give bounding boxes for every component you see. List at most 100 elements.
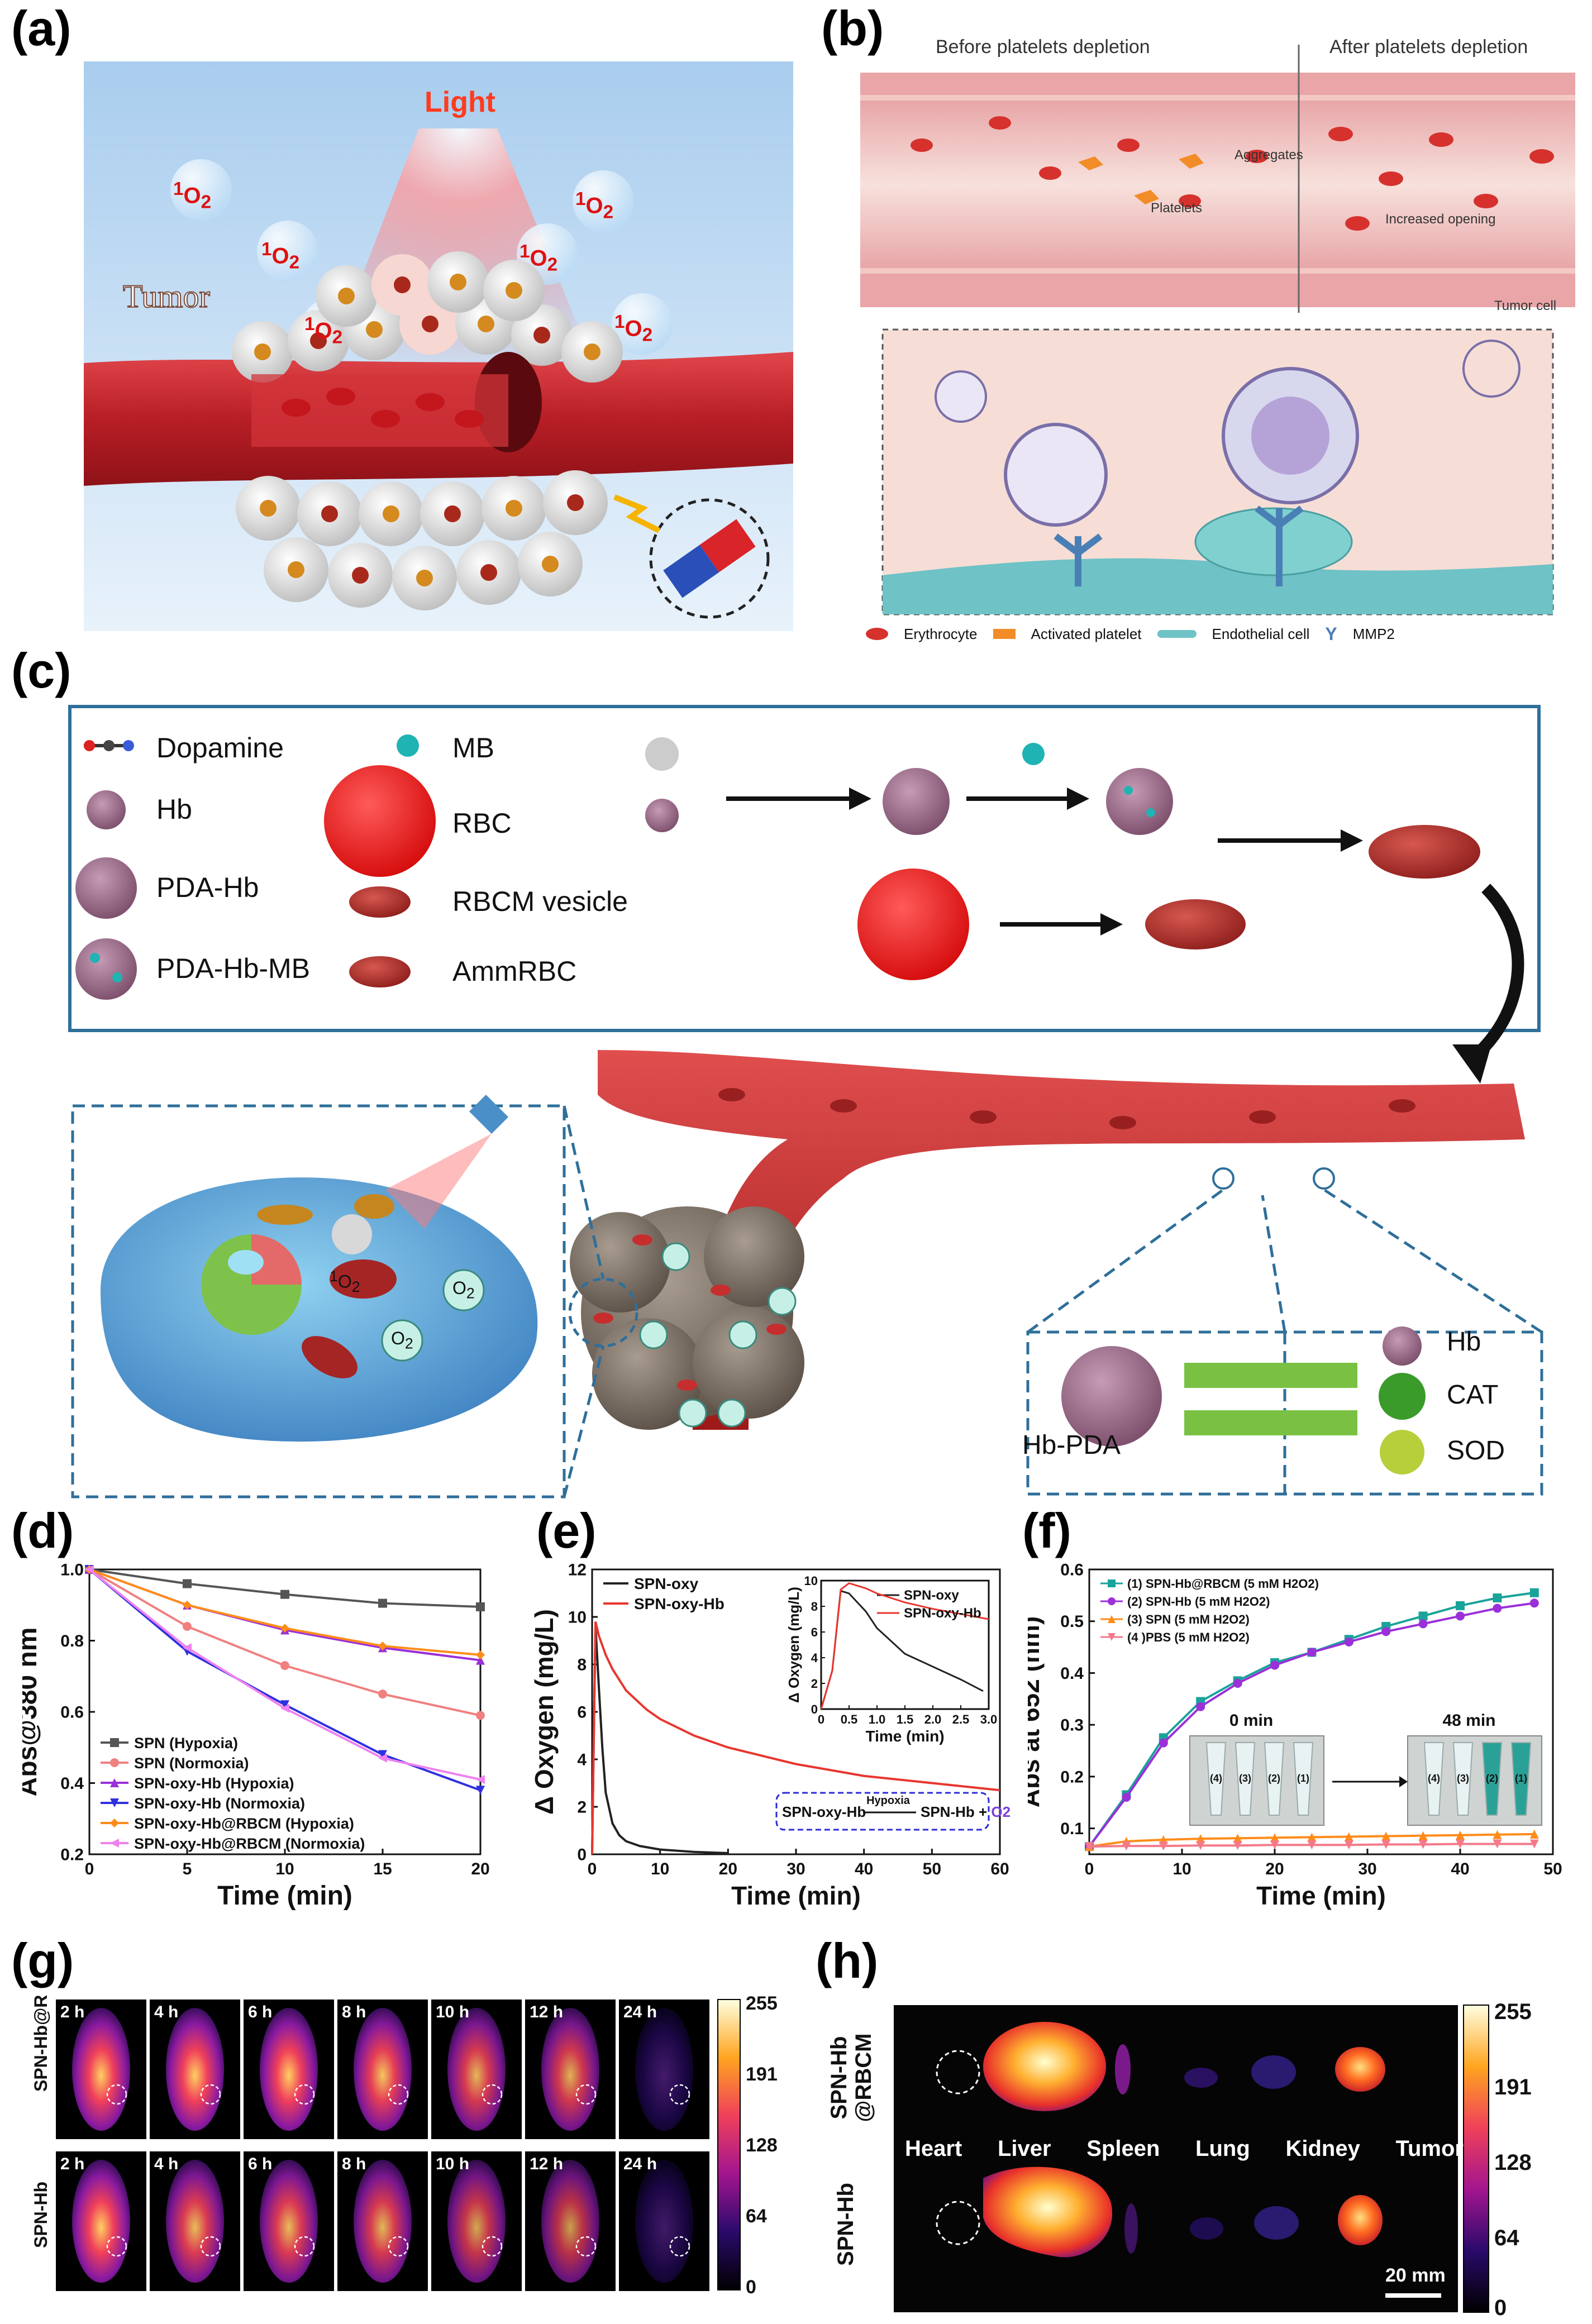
- data-point: [1108, 1633, 1116, 1641]
- x-tick-label: 10: [275, 1860, 294, 1878]
- tube-label: (2): [1486, 1773, 1498, 1784]
- mouse-signal: [541, 2160, 599, 2283]
- tumor-roi: [575, 2236, 597, 2257]
- tube: [1510, 1742, 1532, 1816]
- time-label: 12 h: [530, 2155, 563, 2173]
- y-tick-label: 8: [577, 1656, 587, 1674]
- inset-series-line: [820, 1582, 989, 1710]
- inset-legend-label: SPN-oxy-Hb: [904, 1606, 981, 1621]
- legend-label: (1) SPN-Hb@RBCM (5 mM H2O2): [1127, 1577, 1319, 1591]
- oxygen-label: O2: [391, 1328, 413, 1352]
- panel-label-f: (f): [1022, 1503, 1071, 1558]
- data-point: [1493, 1593, 1502, 1602]
- x-tick-label: 30: [787, 1860, 805, 1878]
- legend-label: SPN-oxy-Hb (Normoxia): [134, 1795, 305, 1812]
- hb-pda-label: Hb-PDA: [1022, 1430, 1121, 1460]
- x-tick-label: 0: [588, 1860, 597, 1878]
- kidney-signal: [1254, 2206, 1299, 2240]
- x-tick-label: 50: [1543, 1860, 1562, 1878]
- inset-y-tick-label: 2: [811, 1677, 818, 1691]
- data-point: [1529, 1829, 1539, 1839]
- series-line: [89, 1568, 481, 1662]
- data-point: [1270, 1660, 1279, 1670]
- data-point: [1493, 1839, 1502, 1849]
- data-point: [280, 1624, 289, 1633]
- y-axis-label: Abs@380 nm: [22, 1628, 42, 1797]
- legend-dopamine: Dopamine: [156, 732, 284, 763]
- tube: [1234, 1742, 1256, 1816]
- data-point: [1270, 1840, 1279, 1850]
- y-tick-label: 0.6: [1060, 1561, 1084, 1579]
- legend-mb: MB: [452, 732, 494, 763]
- organ-label-liver: Liver: [997, 2136, 1051, 2161]
- legend-hb: Hb: [156, 794, 192, 825]
- data-point: [1196, 1834, 1205, 1844]
- legend-rbc: RBC: [452, 808, 512, 839]
- data-point: [1196, 1841, 1205, 1850]
- data-point: [183, 1600, 192, 1610]
- sod-icon: [1380, 1430, 1424, 1474]
- data-point: [1493, 1830, 1502, 1839]
- organ-fluorescence: [894, 2005, 1489, 2313]
- x-tick-label: 0: [85, 1860, 94, 1878]
- data-point: [1381, 1840, 1391, 1849]
- synthesis-flow: [645, 737, 1524, 1084]
- data-point: [183, 1622, 192, 1631]
- inset-x-axis-label: Time (min): [865, 1728, 944, 1745]
- data-point: [1159, 1738, 1168, 1748]
- x-tick-label: 5: [183, 1860, 192, 1878]
- y-tick-label: 0.3: [1060, 1716, 1084, 1735]
- legend-label: SPN (Hypoxia): [134, 1735, 238, 1752]
- series-line: [591, 1621, 1000, 1855]
- organs-row-1: [936, 2022, 1385, 2111]
- flashlight-icon: [385, 1095, 508, 1229]
- reaction-o2: O2: [991, 1803, 1011, 1820]
- tumor-roi: [482, 2084, 503, 2105]
- data-point: [1307, 1840, 1317, 1850]
- legend-endothelial-cell: Endothelial cell: [1212, 625, 1310, 642]
- activated-platelets: [1078, 154, 1204, 204]
- data-point: [1529, 1588, 1539, 1597]
- legend-label: SPN-oxy-Hb@RBCM (Normoxia): [134, 1835, 365, 1852]
- tube-label: (1): [1515, 1773, 1527, 1784]
- enzyme-sod-label: SOD: [1447, 1436, 1505, 1466]
- mouse-signal: [72, 2008, 130, 2131]
- tube: [1481, 1742, 1503, 1816]
- data-point: [1307, 1648, 1317, 1657]
- data-point: [1418, 1840, 1428, 1849]
- y-tick-label: 0.4: [1060, 1664, 1084, 1683]
- tumor-roi: [388, 2236, 409, 2257]
- data-point: [1456, 1611, 1465, 1621]
- dopamine-icon: [84, 740, 134, 751]
- branching-vessel: [598, 1050, 1525, 1430]
- oxygen-label: O2: [452, 1278, 475, 1302]
- y-axis-label: Abs at 652 (nm): [1028, 1616, 1045, 1808]
- inset-y-tick-label: 4: [811, 1651, 818, 1665]
- data-point: [1381, 1627, 1391, 1636]
- legend-pda-hb-mb: PDA-Hb-MB: [156, 953, 311, 984]
- mouse-signal: [166, 2160, 224, 2283]
- data-point: [110, 1738, 119, 1747]
- tumor-signal: [1335, 2047, 1385, 2092]
- data-point: [476, 1711, 485, 1720]
- singlet-oxygen-label: 1O2: [575, 189, 614, 223]
- y-tick-label: 6: [577, 1703, 587, 1722]
- organ-label-kidney: Kidney: [1285, 2136, 1360, 2161]
- rbcm-vesicle-icon: [349, 886, 411, 918]
- reaction-product: SPN-Hb + O2: [921, 1803, 1011, 1820]
- inset-y-tick-label: 6: [811, 1625, 818, 1639]
- y-tick-label: 10: [568, 1609, 587, 1627]
- y-tick-label: 0.2: [60, 1846, 84, 1864]
- data-point: [1456, 1830, 1465, 1840]
- data-point: [1344, 1637, 1353, 1647]
- data-point: [378, 1690, 387, 1699]
- panel-label-b: (b): [821, 1, 884, 56]
- y-tick-label: 0.1: [1060, 1820, 1084, 1838]
- after-depletion-label: After platelets depletion: [1329, 36, 1528, 58]
- inset-x-tick-label: 0.5: [841, 1712, 858, 1726]
- mouse-signal: [354, 2160, 412, 2283]
- reaction-condition: Hypoxia: [866, 1795, 911, 1807]
